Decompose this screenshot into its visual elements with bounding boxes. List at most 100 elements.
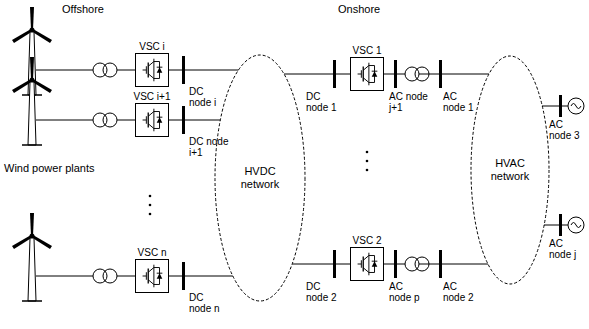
igbt-symbol-part	[148, 62, 154, 67]
igbt-symbol-part	[369, 255, 375, 256]
igbt-symbol-part	[146, 66, 147, 74]
network-label: HVDC network	[233, 165, 287, 190]
node-label: AC node 3	[549, 119, 581, 141]
igbt-symbol-part	[368, 253, 369, 276]
wind-plant	[12, 57, 185, 145]
dc-link	[169, 70, 238, 71]
igbt-symbol-part	[143, 276, 147, 277]
converter-label: VSC i+1	[134, 91, 171, 102]
igbt-symbol-part	[363, 256, 369, 261]
dc-link	[292, 264, 350, 265]
igbt-symbol-part	[148, 112, 154, 117]
converter-box: VSC i	[135, 53, 169, 87]
igbt-symbol	[136, 260, 168, 292]
igbt-symbol-part	[358, 74, 362, 75]
continuation-dots-part	[149, 195, 152, 198]
igbt-symbol-part	[154, 284, 160, 285]
node-label: AC node j+1	[389, 91, 429, 113]
igbt-symbol-part	[159, 268, 160, 285]
converter-label: VSC i	[139, 41, 165, 52]
igbt-symbol-part	[143, 120, 147, 121]
ac-line	[544, 225, 559, 226]
igbt-symbol	[351, 248, 383, 280]
igbt-symbol-part	[363, 66, 364, 81]
region-label: Offshore	[62, 3, 104, 15]
igbt-symbol-part	[363, 66, 369, 71]
igbt-symbol-part	[148, 268, 149, 283]
continuation-dots-part	[366, 151, 369, 154]
converter-label: VSC 2	[353, 235, 382, 246]
ellipse-outline-part	[471, 56, 549, 284]
igbt-symbol-part	[143, 70, 147, 71]
igbt-symbol-part	[361, 70, 362, 78]
dc-link	[169, 120, 220, 121]
network-ellipse: HVAC network	[470, 55, 550, 285]
igbt-symbol-part	[154, 78, 160, 79]
converter-box: VSC 1	[350, 57, 384, 91]
node-label: AC node j	[549, 238, 578, 260]
converter-box: VSC 2	[350, 247, 384, 281]
igbt-symbol-part	[361, 260, 362, 268]
igbt-symbol	[351, 58, 383, 90]
igbt-symbol-part	[363, 256, 364, 271]
igbt-symbol-part	[148, 74, 154, 79]
network-label: HVAC network	[483, 157, 537, 182]
node-label: DC node 1	[306, 91, 338, 113]
igbt-symbol	[136, 104, 168, 136]
igbt-symbol-part	[154, 128, 160, 129]
igbt-symbol-part	[369, 272, 375, 273]
node-label: DC node 2	[306, 281, 338, 303]
node-label: AC node 2	[443, 281, 475, 303]
igbt-symbol-part	[148, 112, 149, 127]
igbt-symbol-part	[368, 63, 369, 86]
dc-link	[384, 264, 488, 265]
region-label: Onshore	[338, 3, 380, 15]
wind-plant	[12, 7, 185, 95]
igbt-symbol-part	[146, 116, 147, 124]
igbt-symbol-part	[148, 280, 154, 285]
converter-label: VSC n	[138, 247, 167, 258]
igbt-symbol-part	[159, 62, 160, 79]
igbt-symbol-part	[363, 268, 369, 273]
igbt-symbol-part	[369, 65, 375, 66]
converter-label: VSC 1	[353, 45, 382, 56]
node-label: DC node n	[189, 292, 221, 314]
region-label: Wind power plants	[4, 162, 95, 174]
wind-plant	[12, 213, 185, 301]
igbt-symbol-part	[374, 256, 375, 273]
igbt-symbol-part	[154, 267, 160, 268]
network-ellipse: HVDC network	[214, 54, 306, 302]
node-label: DC node i	[189, 86, 218, 108]
node-label: AC node 1	[443, 91, 475, 113]
continuation-dots-part	[366, 160, 369, 163]
continuation-dots-part	[366, 169, 369, 172]
continuation-dots-part	[149, 204, 152, 207]
ac-line	[542, 106, 559, 107]
igbt-symbol-part	[374, 66, 375, 83]
igbt-symbol	[136, 54, 168, 86]
generator	[559, 214, 584, 236]
igbt-symbol-part	[154, 111, 160, 112]
continuation-dots-part	[149, 213, 152, 216]
igbt-symbol-part	[148, 62, 149, 77]
node-label: DC node i+1	[189, 136, 229, 158]
igbt-symbol-part	[148, 268, 154, 273]
igbt-symbol-part	[153, 109, 154, 132]
igbt-symbol-part	[148, 124, 154, 129]
converter-box: VSC n	[135, 259, 169, 293]
igbt-symbol-part	[358, 264, 362, 265]
generator	[559, 95, 584, 117]
dc-link	[169, 276, 233, 277]
converter-box: VSC i+1	[135, 103, 169, 137]
node-label: AC node p	[389, 281, 421, 303]
dc-link	[384, 74, 489, 75]
igbt-symbol-part	[369, 82, 375, 83]
igbt-symbol-part	[363, 78, 369, 83]
igbt-symbol-part	[154, 61, 160, 62]
igbt-symbol-part	[153, 265, 154, 288]
continuation-dots	[149, 151, 369, 216]
igbt-symbol-part	[159, 112, 160, 129]
igbt-symbol-part	[146, 272, 147, 280]
igbt-symbol-part	[153, 59, 154, 82]
